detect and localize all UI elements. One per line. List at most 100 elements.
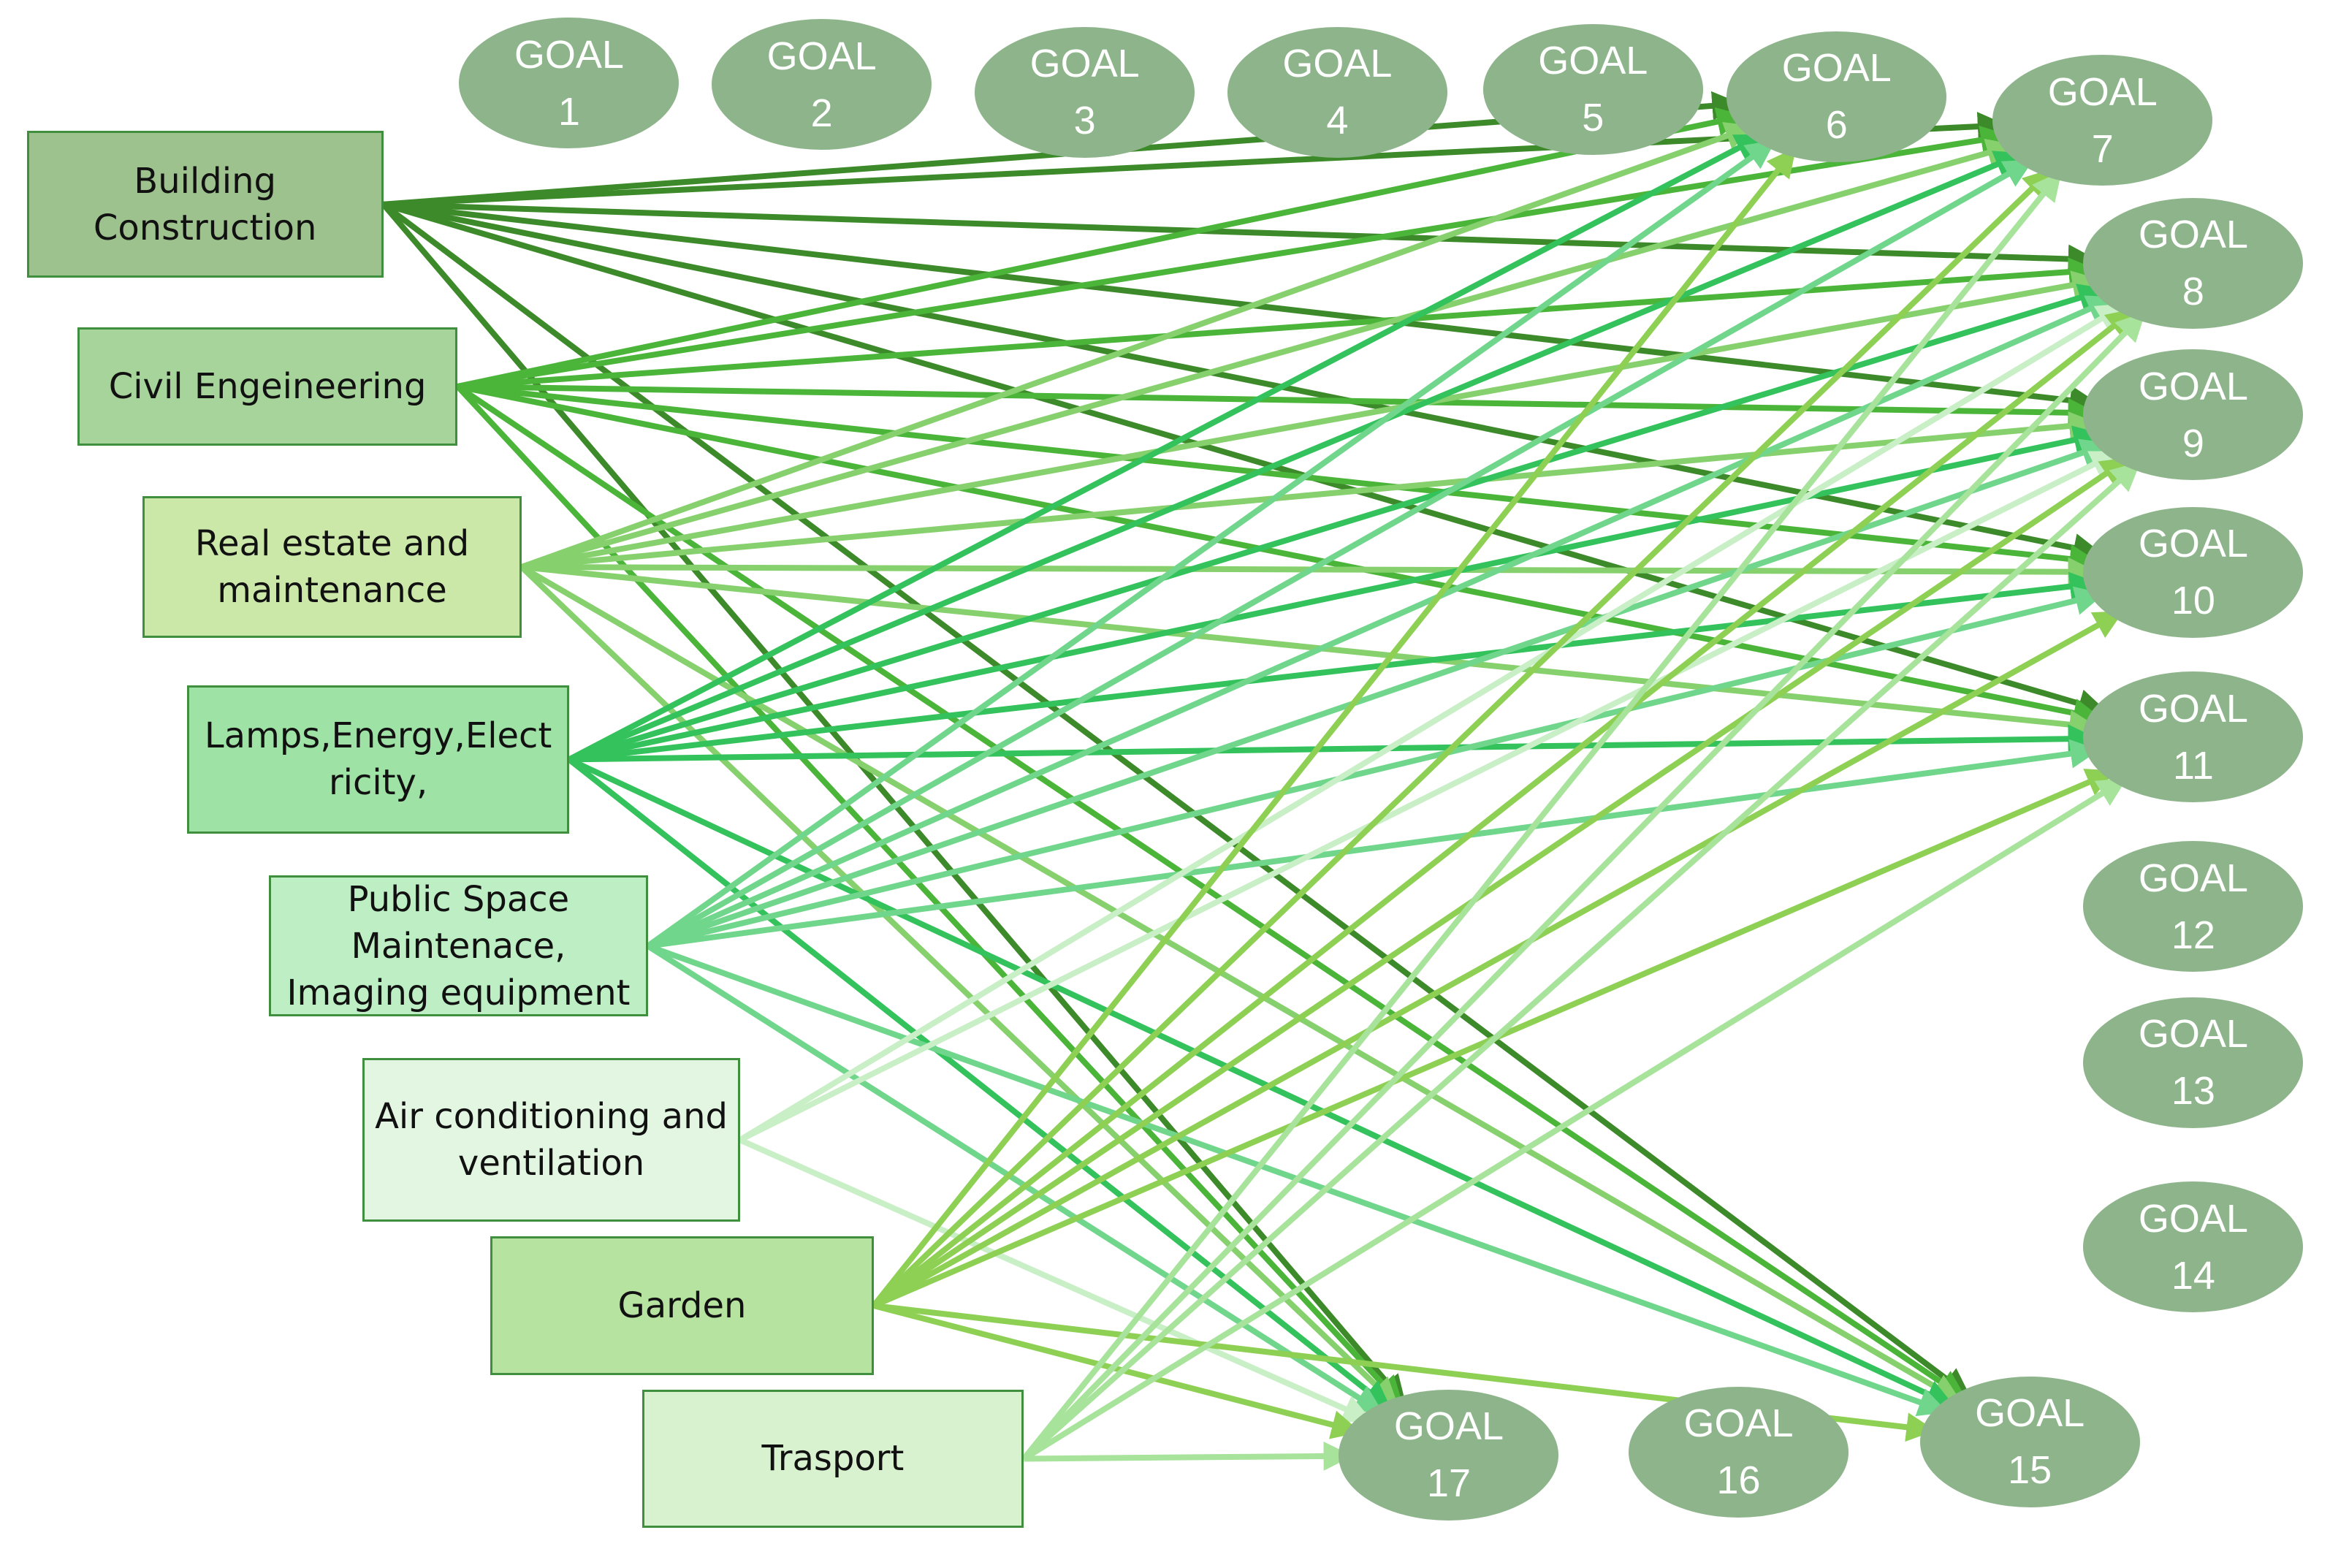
arrow-civil-to-g9 [457, 383, 2098, 427]
arrow-publicspace-to-g10 [647, 586, 2105, 949]
arrow-lamps-to-g10 [568, 571, 2099, 763]
arrow-trasport-to-g7 [1021, 171, 2063, 1461]
goal-ellipse-3: GOAL 3 [975, 26, 1195, 158]
arrow-garden-to-g7 [872, 168, 2053, 1308]
goal-number: 4 [1326, 99, 1349, 143]
arrow-trasport-to-g8 [1021, 311, 2146, 1461]
goal-ellipse-11: GOAL 11 [2083, 671, 2304, 803]
sector-label-line: Imaging equipment [286, 972, 631, 1013]
arrow-lamps-to-g6 [568, 132, 1765, 762]
arrow-lamps-to-g9 [568, 425, 2104, 763]
goal-number: 15 [2008, 1448, 2052, 1493]
arrow-aircon-to-g9 [739, 449, 2120, 1143]
sector-label-line: Public Space [347, 878, 570, 920]
arrow-civil-to-g10 [457, 383, 2099, 574]
goal-number: 3 [1073, 99, 1096, 143]
sector-label-line: Lamps,Energy,Elect [204, 715, 552, 757]
arrow-civil-to-g7 [457, 125, 2011, 389]
goal-ellipse-1: GOAL 1 [459, 18, 679, 149]
arrow-garden-to-g8 [872, 308, 2136, 1309]
arrow-trasport-to-g11 [1022, 777, 2128, 1461]
goal-word: GOAL [1393, 1404, 1504, 1449]
arrow-publicspace-to-g6 [646, 139, 1776, 948]
sector-label-line: Garden [617, 1285, 747, 1326]
sector-label-line: Building [134, 160, 276, 202]
arrow-lamps-to-g11 [568, 724, 2098, 763]
goal-number: 14 [2171, 1253, 2215, 1298]
sector-label-line: Real estate and [194, 523, 470, 564]
sector-box-civil: Civil Engeineering [77, 327, 458, 446]
goal-number: 2 [810, 91, 833, 135]
goal-number: 11 [2172, 743, 2214, 788]
goal-ellipse-2: GOAL 2 [712, 19, 932, 151]
goal-word: GOAL [514, 32, 624, 77]
arrow-aircon-to-g17 [739, 1137, 1373, 1423]
goal-number: 6 [1825, 103, 1848, 148]
goal-word: GOAL [2047, 69, 2158, 114]
goal-number: 17 [1426, 1461, 1471, 1506]
arrow-building-to-g8 [383, 201, 2098, 274]
goal-number: 13 [2171, 1069, 2215, 1114]
goal-number: 7 [2091, 126, 2114, 171]
goal-number: 12 [2171, 913, 2215, 957]
goal-word: GOAL [1975, 1391, 2085, 1436]
goal-word: GOAL [2138, 686, 2248, 731]
sector-box-aircon: Air conditioning and ventilation [362, 1058, 740, 1222]
goal-word: GOAL [1683, 1401, 1794, 1446]
goal-word: GOAL [1781, 46, 1892, 91]
sector-box-trasport: Trasport [641, 1389, 1024, 1529]
arrow-aircon-to-g8 [738, 302, 2127, 1143]
arrow-lamps-to-g7 [568, 151, 2025, 763]
arrow-realestate-to-g15 [519, 564, 1962, 1404]
goal-number: 1 [557, 89, 580, 134]
arrow-civil-to-g8 [457, 257, 2098, 389]
goal-number: 16 [1716, 1458, 1761, 1503]
goal-ellipse-12: GOAL 12 [2083, 841, 2304, 973]
arrow-lamps-to-g15 [568, 756, 1955, 1408]
arrow-garden-to-g10 [872, 609, 2124, 1309]
arrow-lamps-to-g17 [567, 757, 1392, 1411]
goal-number: 9 [2182, 421, 2204, 465]
goal-ellipse-9: GOAL 9 [2083, 349, 2304, 481]
arrow-publicspace-to-g11 [647, 739, 2100, 949]
arrow-publicspace-to-g17 [646, 943, 1384, 1415]
goal-word: GOAL [766, 34, 877, 78]
goal-number: 10 [2171, 579, 2215, 623]
sector-label-line: maintenance [217, 570, 447, 611]
sector-label: Garden [618, 1282, 747, 1329]
goal-word: GOAL [2138, 364, 2248, 408]
goal-ellipse-17: GOAL 17 [1339, 1389, 1559, 1521]
arrow-trasport-to-g17 [1024, 1441, 1353, 1471]
sector-label-line: ventilation [457, 1143, 645, 1184]
sector-label-line: Maintenace, [351, 925, 566, 967]
sector-label-line: Air conditioning and [375, 1096, 728, 1138]
arrow-realestate-to-g6 [520, 122, 1755, 570]
arrow-trasport-to-g9 [1021, 461, 2141, 1461]
sector-label: Real estate and maintenance [195, 520, 469, 614]
goal-number: 5 [1582, 96, 1604, 140]
goal-word: GOAL [1029, 42, 1140, 86]
arrow-civil-to-g6 [457, 107, 1746, 389]
arrow-realestate-to-g8 [521, 270, 2102, 570]
goal-ellipse-7: GOAL 7 [1992, 55, 2213, 186]
sector-label: Air conditioning and ventilation [375, 1093, 728, 1187]
arrow-publicspace-to-g7 [646, 158, 2034, 949]
sector-box-realestate: Real estate and maintenance [142, 496, 522, 638]
sector-label-line: Trasport [761, 1438, 905, 1480]
arrow-garden-to-g6 [871, 147, 1797, 1308]
goal-ellipse-15: GOAL 15 [1919, 1376, 2140, 1507]
goal-word: GOAL [2138, 856, 2248, 900]
